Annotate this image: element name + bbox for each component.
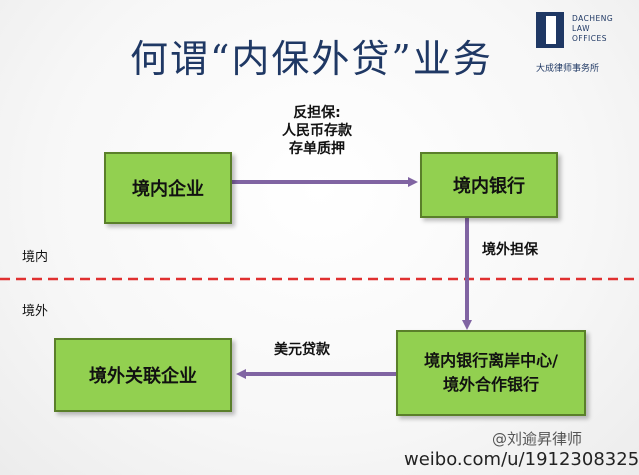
logo-chinese-name: 大成律师事务所 [536, 64, 600, 74]
logo-text-line: LAW [572, 24, 590, 33]
box-overseas-affiliate: 境外关联企业 [54, 338, 232, 412]
label-usd-loan: 美元贷款 [274, 342, 330, 358]
watermark-url: weibo.com/u/1912308325 [404, 449, 639, 470]
page-title: 何谓“内保外贷”业务 [130, 37, 493, 81]
watermark-handle: @刘逾昇律师 [492, 430, 583, 448]
box-domestic-enterprise: 境内企业 [104, 152, 232, 224]
label-counter-guarantee: 反担保: 人民币存款 存单质押 [282, 105, 352, 157]
logo-text-line: OFFICES [572, 34, 607, 43]
logo-mark-icon [536, 12, 564, 48]
box-domestic-bank: 境内银行 [420, 152, 558, 218]
label-overseas-guarantee: 境外担保 [482, 242, 538, 258]
region-domestic-label: 境内 [22, 250, 49, 265]
region-overseas-label: 境外 [22, 304, 49, 319]
firm-logo: DACHENG LAW OFFICES 大成律师事务所 [536, 12, 634, 74]
box-offshore-center: 境内银行离岸中心/ 境外合作银行 [396, 330, 586, 416]
logo-text-line: DACHENG [572, 14, 614, 23]
